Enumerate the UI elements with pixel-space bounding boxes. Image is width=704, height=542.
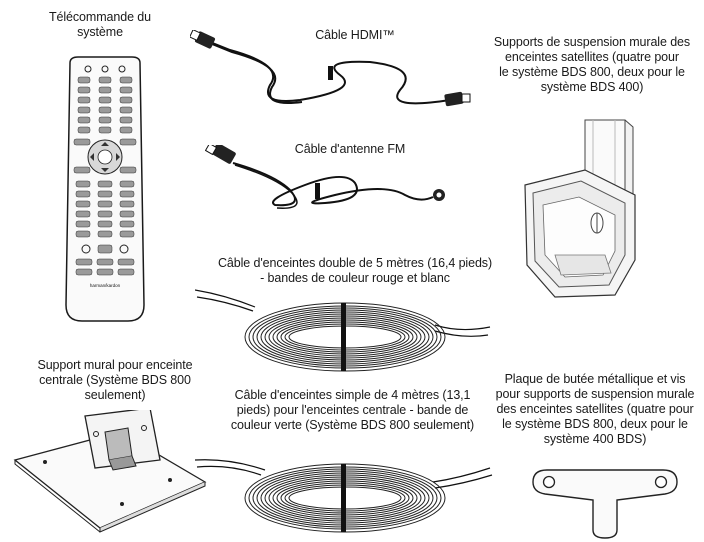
hdmi-cable-icon [190, 30, 480, 120]
double-speaker-wire-caption: Câble d'enceintes double de 5 mètres (16… [217, 256, 493, 285]
center-bracket-caption: Support mural pour enceinte centrale (Sy… [37, 358, 193, 402]
remote-brand-text: harman/kardon [90, 283, 121, 288]
metal-stop-plate-icon [525, 460, 685, 540]
double-speaker-wire-icon [195, 285, 495, 385]
satellite-bracket-caption: Supports de suspension murale des encein… [493, 35, 691, 94]
fm-antenna-cable-icon [205, 145, 455, 225]
remote-control-icon: harman/kardon [60, 55, 150, 325]
stop-plate-caption: Plaque de butée métallique et vis pour s… [495, 372, 695, 446]
single-speaker-wire-caption: Câble d'enceintes simple de 4 mètres (13… [230, 388, 475, 432]
center-speaker-bracket-icon [10, 410, 210, 535]
single-speaker-wire-icon [195, 440, 495, 540]
hdmi-caption: Câble HDMI™ [315, 28, 395, 42]
fm-antenna-caption: Câble d'antenne FM [294, 142, 406, 156]
satellite-wall-bracket-icon [515, 115, 660, 305]
remote-caption: Télécommande du système [48, 10, 152, 39]
